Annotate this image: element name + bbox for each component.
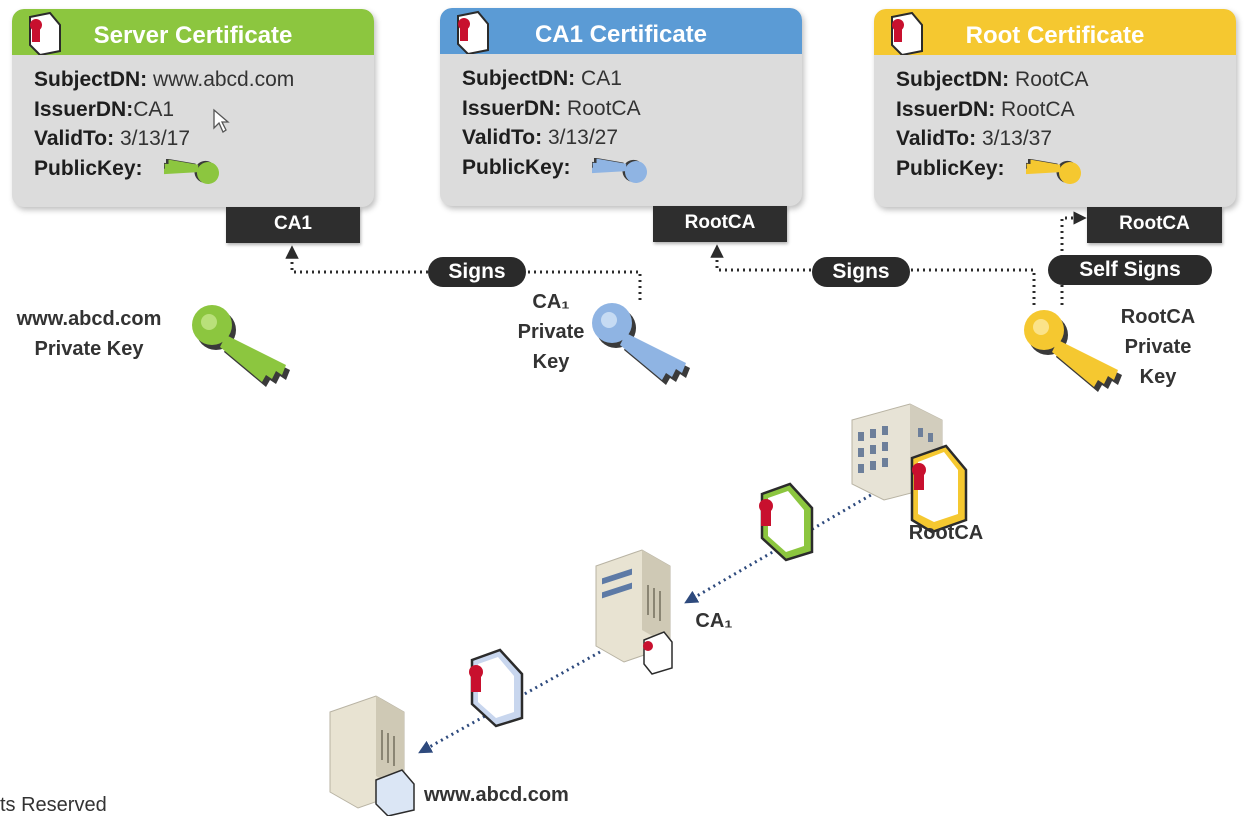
- certificate-icon: [457, 10, 489, 54]
- public-key-label: PublicKey:: [896, 156, 1005, 180]
- subject-value: www.abcd.com: [153, 68, 295, 91]
- label-line: CA₁: [532, 291, 570, 313]
- card-title: CA1 Certificate: [534, 21, 708, 48]
- ca1-private-key-label: CA₁ Private Key: [506, 287, 596, 377]
- root-private-key-icon: [1024, 310, 1122, 392]
- public-key-icon: [592, 158, 648, 198]
- issuer-label: IssuerDN:: [462, 96, 562, 120]
- ca1-certificate-header: CA1 Certificate: [440, 8, 802, 54]
- signs-pill-root: Signs: [812, 257, 910, 287]
- public-key-icon: [1026, 159, 1082, 199]
- signs-pill-ca1: Signs: [428, 257, 526, 287]
- issuer-label: IssuerDN:: [34, 97, 134, 121]
- subject-label: SubjectDN:: [34, 68, 148, 91]
- ca1-certificate-transit-icon: [759, 482, 814, 562]
- server-private-key-label: www.abcd.com Private Key: [4, 304, 174, 364]
- root-certificate-header: Root Certificate: [874, 9, 1236, 55]
- valid-label: ValidTo:: [462, 126, 543, 149]
- subject-value: CA1: [581, 67, 622, 90]
- certificate-icon: [891, 11, 923, 55]
- ca1-issuer-tab: RootCA: [653, 206, 787, 242]
- issuer-value: RootCA: [567, 96, 641, 120]
- issuer-label: IssuerDN:: [896, 97, 996, 121]
- label-line: RootCA: [1120, 306, 1196, 328]
- valid-value: 3/13/37: [981, 127, 1053, 150]
- self-signs-pill: Self Signs: [1048, 255, 1212, 285]
- root-issuer-tab: RootCA: [1087, 207, 1222, 243]
- server-certificate-card: Server Certificate SubjectDN: www.abcd.c…: [12, 9, 374, 207]
- ca1-private-key-icon: [592, 303, 690, 385]
- root-certificate-card: Root Certificate SubjectDN: RootCA Issue…: [874, 9, 1236, 207]
- hierarchy-server-label: www.abcd.com: [424, 784, 569, 806]
- issuer-value: RootCA: [1001, 97, 1075, 121]
- server-certificate-header: Server Certificate: [12, 9, 374, 55]
- card-title: Server Certificate: [93, 22, 293, 49]
- public-key-label: PublicKey:: [34, 156, 143, 180]
- server-certificate-transit-icon: [469, 648, 524, 728]
- server-issuer-tab: CA1: [226, 207, 360, 243]
- hierarchy-root-label: RootCA: [908, 522, 984, 544]
- public-key-icon: [164, 159, 220, 199]
- subject-label: SubjectDN:: [462, 67, 576, 90]
- ca1-certificate-card: CA1 Certificate SubjectDN: CA1 IssuerDN:…: [440, 8, 802, 206]
- label-line: Private: [517, 321, 585, 343]
- footer-copyright: ts Reserved: [0, 794, 107, 816]
- label-line: Private: [1124, 336, 1192, 358]
- valid-value: 3/13/17: [119, 127, 191, 150]
- certificate-icon: [29, 11, 61, 55]
- web-server-icon: [329, 695, 415, 816]
- public-key-label: PublicKey:: [462, 155, 571, 179]
- label-line: www.abcd.com: [16, 308, 162, 330]
- valid-label: ValidTo:: [34, 127, 115, 150]
- subject-label: SubjectDN:: [896, 68, 1010, 91]
- server-private-key-icon: [192, 305, 290, 387]
- valid-label: ValidTo:: [896, 127, 977, 150]
- card-title: Root Certificate: [965, 22, 1145, 49]
- label-line: Private Key: [34, 338, 144, 360]
- ca1-server-icon: [595, 549, 673, 675]
- root-ca-building-icon: [851, 403, 968, 534]
- subject-value: RootCA: [1015, 68, 1089, 91]
- root-private-key-label: RootCA Private Key: [1108, 302, 1208, 392]
- label-line: Key: [1139, 366, 1177, 388]
- signs-connector-ca1: [285, 245, 642, 300]
- valid-value: 3/13/27: [547, 126, 619, 149]
- issuer-value: CA1: [133, 97, 175, 121]
- hierarchy-ca1-label: CA₁: [695, 610, 733, 632]
- cursor-icon: [213, 108, 230, 133]
- label-line: Key: [532, 351, 570, 373]
